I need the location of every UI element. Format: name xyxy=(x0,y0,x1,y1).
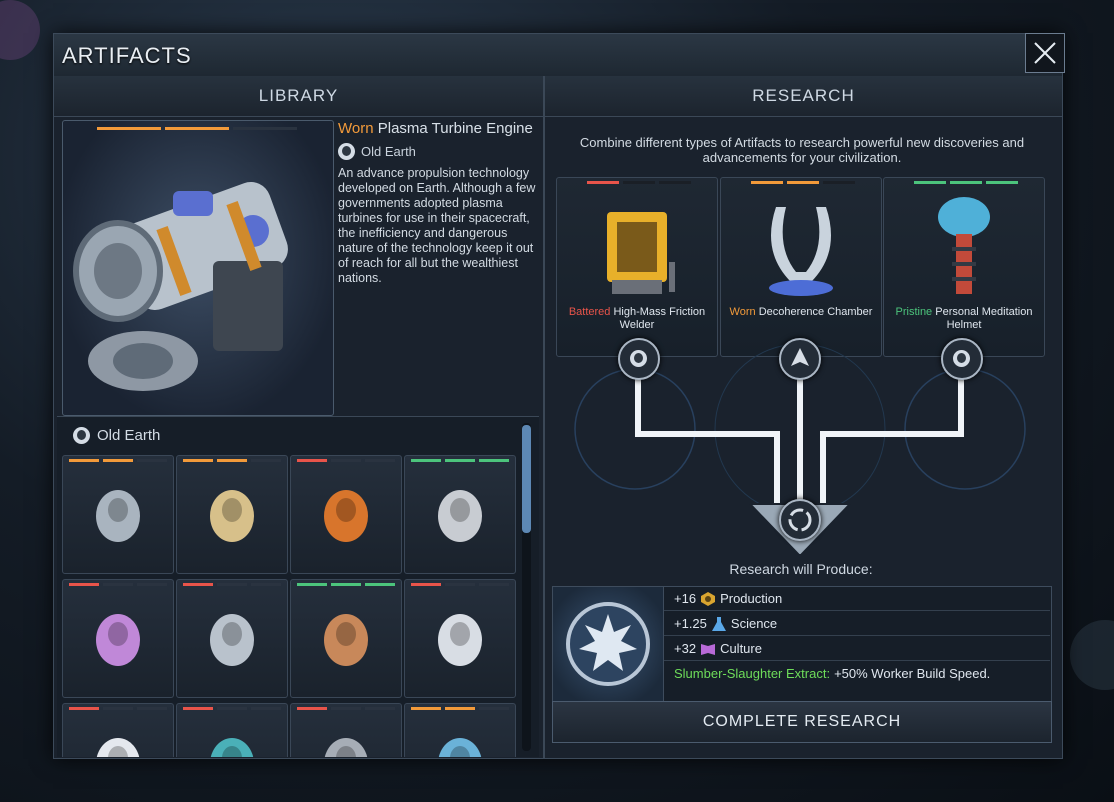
artifact-grid-item[interactable] xyxy=(62,579,174,698)
old-earth-icon xyxy=(630,350,647,367)
window-title: ARTIFACTS xyxy=(62,43,192,68)
meditation-helmet-icon xyxy=(938,197,990,294)
violin-icon xyxy=(324,490,368,542)
condition-bars xyxy=(587,181,691,184)
condition-bars xyxy=(183,707,281,710)
list-category-header: Old Earth xyxy=(73,427,160,444)
featured-artifact-info: Worn Plasma Turbine Engine Old Earth An … xyxy=(338,120,538,286)
yield-science: +1.25 Science xyxy=(664,612,1050,636)
star-badge-icon xyxy=(566,602,650,686)
condition-bars xyxy=(914,181,1018,184)
chess-pieces-icon xyxy=(438,614,482,666)
artifact-grid-item[interactable] xyxy=(62,455,174,574)
canister-icon xyxy=(210,490,254,542)
origin-label: Old Earth xyxy=(361,144,416,159)
fire-extinguisher-icon xyxy=(438,490,482,542)
production-icon xyxy=(701,591,716,606)
yield-production: +16 Production xyxy=(664,587,1050,611)
chamber-icon xyxy=(769,207,833,296)
science-icon xyxy=(711,616,726,631)
research-description: Combine different types of Artifacts to … xyxy=(579,135,1025,165)
artifact-grid-item[interactable] xyxy=(62,703,174,757)
category-label: Old Earth xyxy=(97,427,161,444)
artifact-grid-item[interactable] xyxy=(176,703,288,757)
old-earth-icon xyxy=(953,350,970,367)
close-button[interactable] xyxy=(1025,33,1065,73)
research-result-node xyxy=(779,499,821,541)
research-slot-2[interactable]: Worn Decoherence Chamber xyxy=(720,177,882,357)
complete-research-button[interactable]: COMPLETE RESEARCH xyxy=(552,701,1052,743)
scrollbar-thumb[interactable] xyxy=(522,425,531,533)
slot-artifact-name: Battered High-Mass Friction Welder xyxy=(568,306,706,331)
yield-culture: +32 Culture xyxy=(664,637,1050,661)
artifact-origin: Old Earth xyxy=(338,143,538,160)
artifact-description: An advance propulsion technology develop… xyxy=(338,166,536,285)
research-output-box: +16 Production +1.25 Science +32 Culture… xyxy=(552,586,1052,702)
yield-bonus: Slumber-Slaughter Extract: +50% Worker B… xyxy=(674,666,991,681)
old-earth-icon xyxy=(338,143,355,160)
artifact-grid-item[interactable] xyxy=(176,579,288,698)
artifact-grid-item[interactable] xyxy=(290,455,402,574)
produce-label: Research will Produce: xyxy=(729,561,873,577)
library-scrollbar[interactable] xyxy=(522,423,531,751)
satellite-icon xyxy=(210,614,254,666)
research-slot-3[interactable]: Pristine Personal Meditation Helmet xyxy=(883,177,1045,357)
background-planet xyxy=(1070,620,1114,690)
condition-bars xyxy=(411,459,509,462)
condition-bars xyxy=(297,583,395,586)
drone-icon xyxy=(210,738,254,757)
condition-bars xyxy=(69,459,167,462)
condition-bars xyxy=(69,583,167,586)
condition-bars xyxy=(411,707,509,710)
background-planet xyxy=(0,0,40,60)
title-bar: ARTIFACTS xyxy=(54,33,1065,77)
welder-icon xyxy=(607,212,675,294)
artifact-type-node xyxy=(779,338,821,380)
pod-icon xyxy=(96,490,140,542)
slot-artifact-name: Pristine Personal Meditation Helmet xyxy=(895,306,1033,331)
featured-artifact-image xyxy=(62,120,334,416)
condition-bars xyxy=(297,707,395,710)
artifact-grid-item[interactable] xyxy=(404,703,516,757)
condition-bars xyxy=(183,459,281,462)
featured-artifact-name: Worn Plasma Turbine Engine xyxy=(338,120,538,137)
crystal-icon xyxy=(438,738,482,757)
condition-bars xyxy=(69,707,167,710)
artifact-name: Plasma Turbine Engine xyxy=(377,120,533,137)
slot-artifact-name: Worn Decoherence Chamber xyxy=(729,306,873,318)
library-header: LIBRARY xyxy=(54,76,543,117)
culture-icon xyxy=(701,643,716,655)
condition-bars xyxy=(97,127,297,130)
artifacts-window: ARTIFACTS LIBRARY RESEARCH xyxy=(53,33,1065,759)
condition-bars xyxy=(183,583,281,586)
column-divider xyxy=(543,76,545,758)
quality-label: Worn xyxy=(338,120,374,137)
artifact-grid-item[interactable] xyxy=(290,579,402,698)
artifact-grid-item[interactable] xyxy=(404,579,516,698)
helmet-icon xyxy=(96,614,140,666)
condition-bars xyxy=(411,583,509,586)
coffee-machine-icon xyxy=(324,614,368,666)
arrow-up-icon xyxy=(791,348,809,366)
library-list: Old Earth xyxy=(57,416,539,757)
artifact-grid-item[interactable] xyxy=(290,703,402,757)
research-header: RESEARCH xyxy=(545,76,1062,117)
research-slot-1[interactable]: Battered High-Mass Friction Welder xyxy=(556,177,718,357)
close-icon xyxy=(1034,42,1056,64)
condition-bars xyxy=(297,459,395,462)
old-earth-icon xyxy=(73,427,90,444)
condition-bars xyxy=(751,181,855,184)
artifact-grid xyxy=(62,455,516,757)
statue-icon xyxy=(96,738,140,757)
artifact-type-node xyxy=(941,338,983,380)
artifact-grid-item[interactable] xyxy=(404,455,516,574)
research-result-icon xyxy=(553,587,664,701)
mouse-icon xyxy=(324,738,368,757)
artifact-type-node xyxy=(618,338,660,380)
research-cycle-icon xyxy=(788,508,812,532)
artifact-grid-item[interactable] xyxy=(176,455,288,574)
plasma-turbine-engine-icon xyxy=(73,181,288,391)
